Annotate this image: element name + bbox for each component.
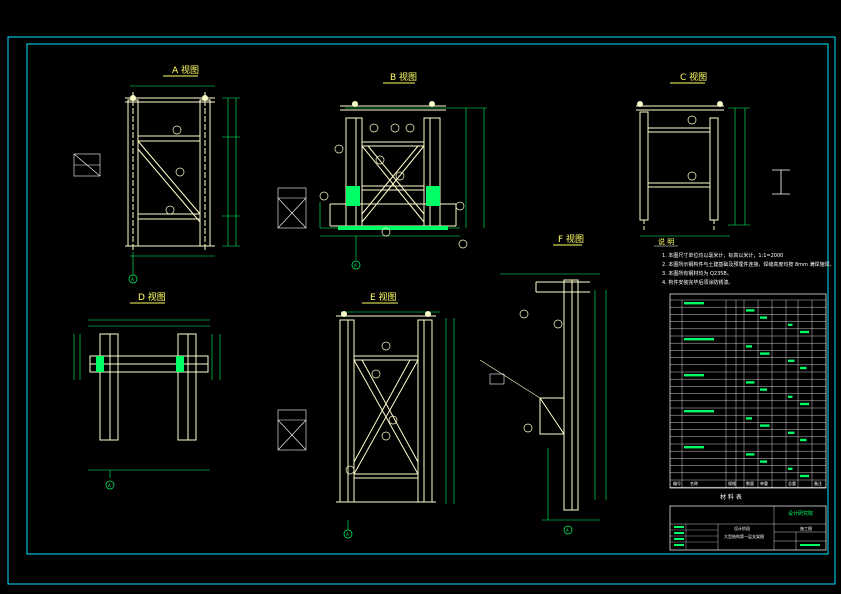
- table-cell-mark: [800, 474, 809, 478]
- title-block-drawing-title: 大型结构第一层支架图: [724, 533, 764, 539]
- table-cell-mark: [800, 402, 809, 406]
- view-c: C 视图: [636, 71, 790, 237]
- view-d-title: D 视图: [138, 291, 166, 303]
- table-cell-mark: [760, 316, 767, 319]
- axis-a-marker: A: [131, 277, 134, 282]
- table-cell-mark: [788, 467, 793, 470]
- table-cell-mark: [684, 302, 704, 305]
- outer-frame: [7, 36, 836, 585]
- table-cell-mark: [684, 374, 704, 377]
- table-cell-mark: [800, 366, 807, 370]
- table-cell-mark: [746, 453, 755, 456]
- title-block-drawing-no: 施工图: [800, 525, 812, 531]
- view-c-title: C 视图: [680, 71, 707, 83]
- table-cell-mark: [760, 424, 770, 427]
- view-a-title: A 视图: [172, 64, 199, 76]
- note-line-3: 3. 本图所有钢材均为 Q235B。: [662, 270, 732, 277]
- note-line-1: 1. 本图尺寸单位均以毫米计，标高以米计，1:1=2000: [662, 252, 783, 259]
- view-e-title: E 视图: [370, 291, 397, 303]
- view-d: D 视图 A: [73, 291, 221, 490]
- notes-title: 说 明: [658, 237, 674, 246]
- table-cell-mark: [800, 438, 807, 442]
- table-cell-mark: [760, 388, 767, 391]
- axis-f-marker: A: [566, 528, 569, 533]
- view-f: F 视图 A: [479, 233, 607, 535]
- axis-d-marker: A: [108, 483, 111, 488]
- title-block: 设计研究院 设计阶段 大型结构第一层支架图 施工图: [669, 505, 827, 551]
- table-cell-mark: [788, 323, 793, 326]
- table-header-qty: 数量: [746, 480, 754, 486]
- table-footer: 材 料 表: [720, 493, 742, 501]
- note-line-2: 2. 本图所示钢构件与土建基础及预埋件连接，焊缝高度均按 8mm 满焊施焊。: [662, 261, 834, 268]
- note-line-4: 4. 构件安装完毕后须涂防锈漆。: [662, 279, 733, 286]
- table-cell-mark: [684, 410, 714, 413]
- table-header-unit-weight: 单重: [760, 480, 768, 486]
- table-cell-mark: [684, 446, 704, 449]
- notes: 说 明 1. 本图尺寸单位均以毫米计，标高以米计，1:1=2000 2. 本图所…: [654, 237, 834, 286]
- materials-table: 编号 名称 规格 数量 单重 总重 备注 材 料 表: [669, 293, 827, 501]
- title-block-project: 设计阶段: [734, 525, 750, 531]
- table-cell-mark: [746, 309, 755, 312]
- table-header-name: 名称: [690, 480, 698, 486]
- table-header-no: 编号: [673, 480, 681, 486]
- inner-frame: [26, 43, 829, 555]
- view-e: E 视图 A: [277, 291, 455, 539]
- table-header-remark: 备注: [814, 480, 822, 486]
- table-cell-mark: [788, 431, 795, 434]
- table-cell-mark: [746, 345, 752, 348]
- view-b-title: B 视图: [390, 71, 417, 83]
- table-cell-mark: [788, 395, 793, 398]
- view-a: A 视图: [73, 64, 240, 284]
- axis-b-marker: A: [354, 263, 357, 268]
- table-header-total-weight: 总重: [788, 480, 796, 486]
- table-cell-mark: [746, 417, 752, 420]
- table-cell-mark: [760, 352, 770, 355]
- table-cell-mark: [684, 338, 714, 341]
- table-cell-mark: [760, 460, 767, 463]
- table-cell-mark: [788, 359, 795, 362]
- view-f-title: F 视图: [558, 233, 584, 245]
- view-b: B 视图: [277, 71, 487, 270]
- title-block-company: 设计研究院: [788, 510, 813, 517]
- axis-e-marker: A: [346, 532, 349, 537]
- table-header-spec: 规格: [728, 480, 736, 486]
- table-cell-mark: [800, 330, 809, 334]
- table-cell-mark: [746, 381, 755, 384]
